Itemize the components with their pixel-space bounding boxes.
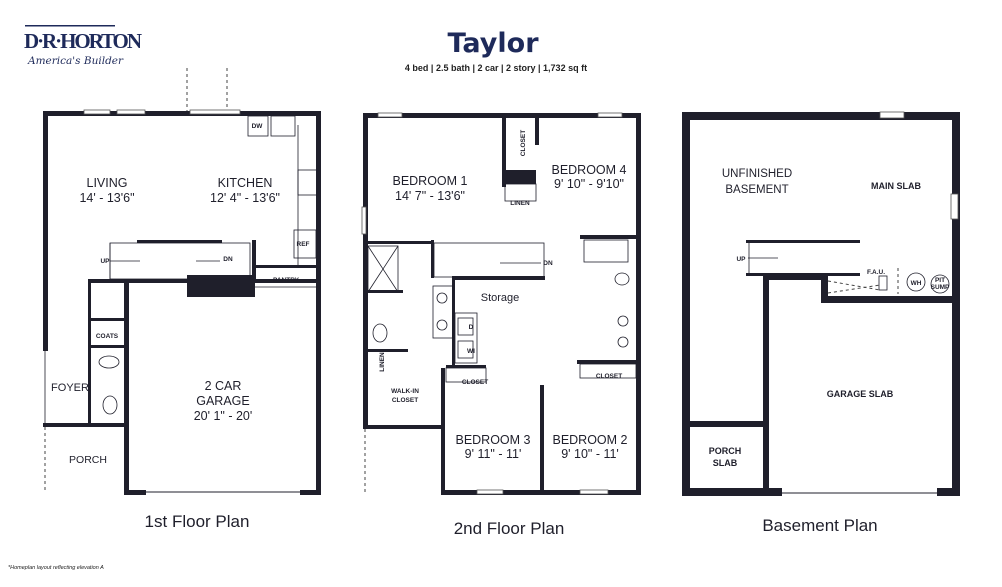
first-floor-plan [43, 68, 321, 495]
living-dims: 14' - 13'6" [79, 191, 134, 205]
stairs-down-label-2: DN [543, 260, 553, 267]
second-floor-caption: 2nd Floor Plan [454, 519, 565, 538]
footnote: *Homeplan layout reflecting elevation A [8, 565, 104, 571]
living-label: LIVING [87, 176, 128, 190]
bedroom-3-label: BEDROOM 3 [455, 433, 530, 447]
plan-stats: 4 bed | 2.5 bath | 2 car | 2 story | 1,7… [405, 63, 587, 73]
coats-label: COATS [96, 333, 119, 340]
bedroom-4-dims: 9' 10" - 9'10" [554, 177, 624, 191]
dishwasher-label: DW [252, 123, 264, 130]
refrigerator-label: REF [297, 241, 310, 248]
closet-label-bed4: CLOSET [520, 130, 527, 156]
basement-stairs-up-label: UP [736, 256, 746, 263]
pit-sump-label-1: PIT [935, 277, 945, 284]
svg-text:D·R·HORTON: D·R·HORTON [24, 29, 142, 53]
garage-dims: 20' 1" - 20' [194, 409, 253, 423]
pantry-label: PANTRY [273, 277, 300, 284]
stairs-up-label: UP [100, 258, 110, 265]
porch-label: PORCH [69, 454, 107, 466]
pit-sump-label-2: SUMP [931, 284, 950, 291]
basement-plan [682, 111, 960, 496]
closet-label-bed2: CLOSET [596, 373, 622, 380]
bedroom-3-dims: 9' 11" - 11' [465, 447, 522, 461]
bedroom-1-dims: 14' 7" - 13'6" [395, 189, 465, 203]
bedroom-2-label: BEDROOM 2 [552, 433, 627, 447]
porch-slab-label-1: PORCH [709, 446, 742, 456]
dr-horton-logo: D·R·HORTON America's Builder [24, 25, 142, 67]
porch-slab-label-2: SLAB [713, 458, 738, 468]
unfinished-basement-label-1: UNFINISHED [722, 168, 792, 180]
bedroom-1-label: BEDROOM 1 [392, 174, 467, 188]
water-heater-label: WH [911, 280, 922, 287]
first-floor-caption: 1st Floor Plan [145, 512, 250, 531]
washer-label: WI [467, 348, 475, 355]
walk-in-closet-label-1: WALK-IN [391, 388, 419, 395]
foyer-label: FOYER [51, 382, 89, 394]
kitchen-label: KITCHEN [218, 176, 273, 190]
closet-label-bed3: CLOSET [462, 379, 488, 386]
storage-label: Storage [481, 292, 520, 304]
linen-label-hall: LINEN [510, 200, 530, 207]
unfinished-basement-label-2: BASEMENT [725, 184, 788, 196]
linen-label-bath: LINEN [379, 352, 386, 372]
svg-text:America's Builder: America's Builder [27, 55, 124, 67]
kitchen-dims: 12' 4" - 13'6" [210, 191, 280, 205]
garage-label-1: 2 CAR [205, 379, 242, 393]
walk-in-closet-label-2: CLOSET [392, 397, 418, 404]
bedroom-4-label: BEDROOM 4 [551, 163, 626, 177]
fau-label: F.A.U. [867, 269, 885, 276]
bedroom-2-dims: 9' 10" - 11' [561, 447, 619, 461]
plan-title: Taylor [447, 28, 539, 59]
garage-slab-label: GARAGE SLAB [827, 389, 894, 399]
garage-label-2: GARAGE [196, 394, 250, 408]
dryer-label: D [469, 324, 474, 331]
main-slab-label: MAIN SLAB [871, 181, 921, 191]
second-floor-plan [361, 112, 641, 495]
stairs-down-label: DN [223, 256, 233, 263]
basement-caption: Basement Plan [762, 516, 877, 535]
